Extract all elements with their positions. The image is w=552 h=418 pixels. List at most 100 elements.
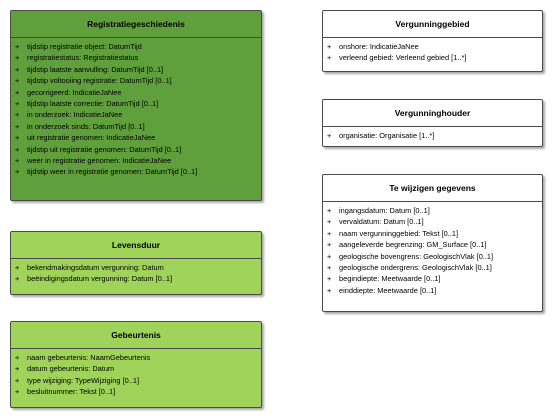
attribute-text: begindiepte: Meetwaarde [0..1]: [339, 274, 441, 284]
attribute-row: + onshore: IndicatieJaNee: [323, 41, 542, 52]
attribute-row: + naam vergunninggebied: Tekst [0..1]: [323, 228, 542, 239]
attribute-row: + ingangsdatum: Datum [0..1]: [323, 205, 542, 216]
visibility-marker: +: [15, 42, 20, 51]
attribute-row: + tijdstip uit registratie genomen: Datum…: [11, 144, 261, 155]
attribute-row: + gecorrigeerd: IndicatieJaNee: [11, 87, 261, 98]
attribute-row: + tijdstip registratie object: DatumTijd: [11, 41, 261, 52]
attribute-text: naam vergunninggebied: Tekst [0..1]: [339, 228, 459, 238]
visibility-marker: +: [15, 121, 20, 131]
attribute-text: besluitnummer: Tekst [0..1]: [27, 387, 116, 397]
attribute-text: verleend gebied: Verleend gebied [1..*]: [339, 53, 467, 63]
visibility-marker: +: [15, 364, 20, 374]
visibility-marker: +: [327, 131, 332, 140]
visibility-marker: +: [15, 156, 20, 166]
attribute-text: in onderzoek: IndicatieJaNee: [27, 110, 123, 120]
attribute-row: + geologische ondergrens: GeologischVlak …: [323, 262, 542, 273]
attribute-list: +tijdstip registratie object: DatumTijd+…: [11, 38, 261, 178]
class-te-wijzigen-gegevens[interactable]: Te wijzigen gegevens + ingangsdatum: Datu…: [322, 174, 543, 312]
attribute-row: + in onderzoek: IndicatieJaNee: [11, 109, 261, 120]
attribute-text: geologische bovengrens: GeologischVlak […: [339, 251, 494, 261]
class-vergunninggebied[interactable]: Vergunninggebied + onshore: IndicatieJaNe…: [322, 10, 543, 72]
visibility-marker: +: [327, 274, 332, 284]
attribute-row: + uit registratie genomen: IndicatieJaNee: [11, 132, 261, 143]
attribute-text: uit registratie genomen: IndicatieJaNee: [27, 133, 156, 143]
attribute-text: tijdstip uit registratie genomen: DatumT…: [27, 144, 182, 154]
attribute-row: + tijdstip weer in registratie genomen: D…: [11, 166, 261, 177]
attribute-text: naam gebeurtenis: NaamGebeurtenis: [27, 353, 151, 362]
attribute-text: type wijziging: TypeWijziging [0..1]: [27, 375, 140, 385]
visibility-marker: +: [15, 274, 20, 284]
attribute-text: einddiepte: Meetwaarde [0..1]: [339, 285, 437, 295]
visibility-marker: +: [327, 206, 332, 215]
visibility-marker: +: [327, 228, 332, 238]
class-registratiegeschiedenis[interactable]: Registratiegeschiedenis + tijdstip regist…: [10, 10, 262, 201]
attribute-list: + onshore: IndicatieJaNee + verleend gebied…: [323, 38, 542, 64]
attribute-text: tijdstip voltooiing registratie: DatumTi…: [27, 76, 172, 86]
attribute-text: ingangsdatum: Datum [0..1]: [339, 206, 430, 215]
class-title: Registratiegeschiedenis: [11, 11, 261, 38]
attribute-row: + geologische bovengrens: GeologischVlak …: [323, 251, 542, 262]
visibility-marker: +: [327, 217, 332, 227]
attribute-text: registratiestatus: Registratiestatus: [27, 53, 139, 63]
attribute-text: weer in registratie genomen: IndicatieJa…: [27, 156, 172, 166]
attribute-row: + type wijziging: TypeWijziging [0..1]: [11, 375, 261, 386]
class-title: Vergunninggebied: [323, 11, 542, 38]
attribute-row: +aangeleverde begrenzing: GM_Surface [0.…: [323, 239, 542, 250]
attribute-text: in onderzoek sinds: DatumTijd [0..1]: [27, 121, 145, 131]
visibility-marker: +: [327, 251, 332, 261]
attribute-text: tijdstip laatste correctie: DatumTijd [0…: [27, 99, 159, 109]
attribute-row: + in onderzoek sinds: DatumTijd [0..1]: [11, 121, 261, 132]
attribute-row: + einddiepte: Meetwaarde [0..1]: [323, 285, 542, 296]
class-vergunninghouder[interactable]: Vergunninghouder + organisatie: Organisat…: [322, 99, 543, 147]
visibility-marker: +: [327, 263, 332, 273]
attribute-row: + registratiestatus: Registratiestatus: [11, 52, 261, 63]
attribute-row: + begindiepte: Meetwaarde [0..1]: [323, 273, 542, 284]
attribute-text: organisatie: Organisatie [1..*]: [339, 131, 435, 140]
attribute-text: beëindigingsdatum vergunning: Datum [0..…: [27, 274, 173, 284]
class-title: Levensduur: [11, 232, 261, 259]
visibility-marker: +: [15, 110, 20, 120]
visibility-marker: +: [327, 53, 332, 63]
attribute-text: vervaldatum: Datum [0..1]: [339, 217, 424, 227]
visibility-marker: +: [15, 133, 20, 143]
visibility-marker: +: [15, 263, 20, 272]
attribute-row: +naam gebeurtenis: NaamGebeurtenis: [11, 352, 261, 363]
class-title: Gebeurtenis: [11, 322, 261, 349]
attribute-text: bekendmakingsdatum vergunning: Datum: [27, 263, 164, 272]
attribute-row: + beëindigingsdatum vergunning: Datum [0.…: [11, 273, 261, 284]
attribute-list: + ingangsdatum: Datum [0..1] + vervaldatum:…: [323, 202, 542, 296]
visibility-marker: +: [15, 99, 20, 109]
attribute-row: + tijdstip voltooiing registratie: DatumT…: [11, 75, 261, 86]
attribute-row: + organisatie: Organisatie [1..*]: [323, 130, 542, 141]
visibility-marker: +: [15, 76, 20, 86]
visibility-marker: +: [327, 285, 332, 295]
attribute-text: tijdstip registratie object: DatumTijd: [27, 42, 142, 51]
attribute-list: +naam gebeurtenis: NaamGebeurtenis+datum…: [11, 349, 261, 398]
attribute-row: + weer in registratie genomen: IndicatieJ…: [11, 155, 261, 166]
attribute-list: + bekendmakingsdatum vergunning: Datum + be…: [11, 259, 261, 285]
attribute-text: onshore: IndicatieJaNee: [339, 42, 419, 51]
visibility-marker: +: [15, 375, 20, 385]
visibility-marker: +: [15, 53, 20, 63]
class-title: Vergunninghouder: [323, 100, 542, 127]
attribute-text: gecorrigeerd: IndicatieJaNee: [27, 87, 122, 97]
visibility-marker: +: [15, 64, 20, 74]
attribute-text: datum gebeurtenis: Datum: [27, 364, 115, 374]
attribute-text: tijdstip weer in registratie genomen: Da…: [27, 167, 198, 177]
attribute-text: geologische ondergrens: GeologischVlak […: [339, 263, 492, 273]
attribute-row: + datum gebeurtenis: Datum: [11, 363, 261, 374]
visibility-marker: +: [15, 144, 20, 154]
class-gebeurtenis[interactable]: Gebeurtenis +naam gebeurtenis: NaamGebeu…: [10, 321, 262, 408]
attribute-text: tijdstip laatste aanvulling: DatumTijd […: [27, 64, 164, 74]
visibility-marker: +: [327, 42, 332, 51]
attribute-list: + organisatie: Organisatie [1..*]: [323, 127, 542, 141]
class-levensduur[interactable]: Levensduur + bekendmakingsdatum vergunnin…: [10, 231, 262, 295]
visibility-marker: +: [15, 167, 20, 177]
attribute-row: + vervaldatum: Datum [0..1]: [323, 216, 542, 227]
class-title: Te wijzigen gegevens: [323, 175, 542, 202]
attribute-row: + verleend gebied: Verleend gebied [1..*]: [323, 52, 542, 63]
visibility-marker: +: [15, 87, 20, 97]
attribute-row: +besluitnummer: Tekst [0..1]: [11, 386, 261, 397]
visibility-marker: +: [327, 240, 332, 250]
attribute-row: + tijdstip laatste correctie: DatumTijd […: [11, 98, 261, 109]
